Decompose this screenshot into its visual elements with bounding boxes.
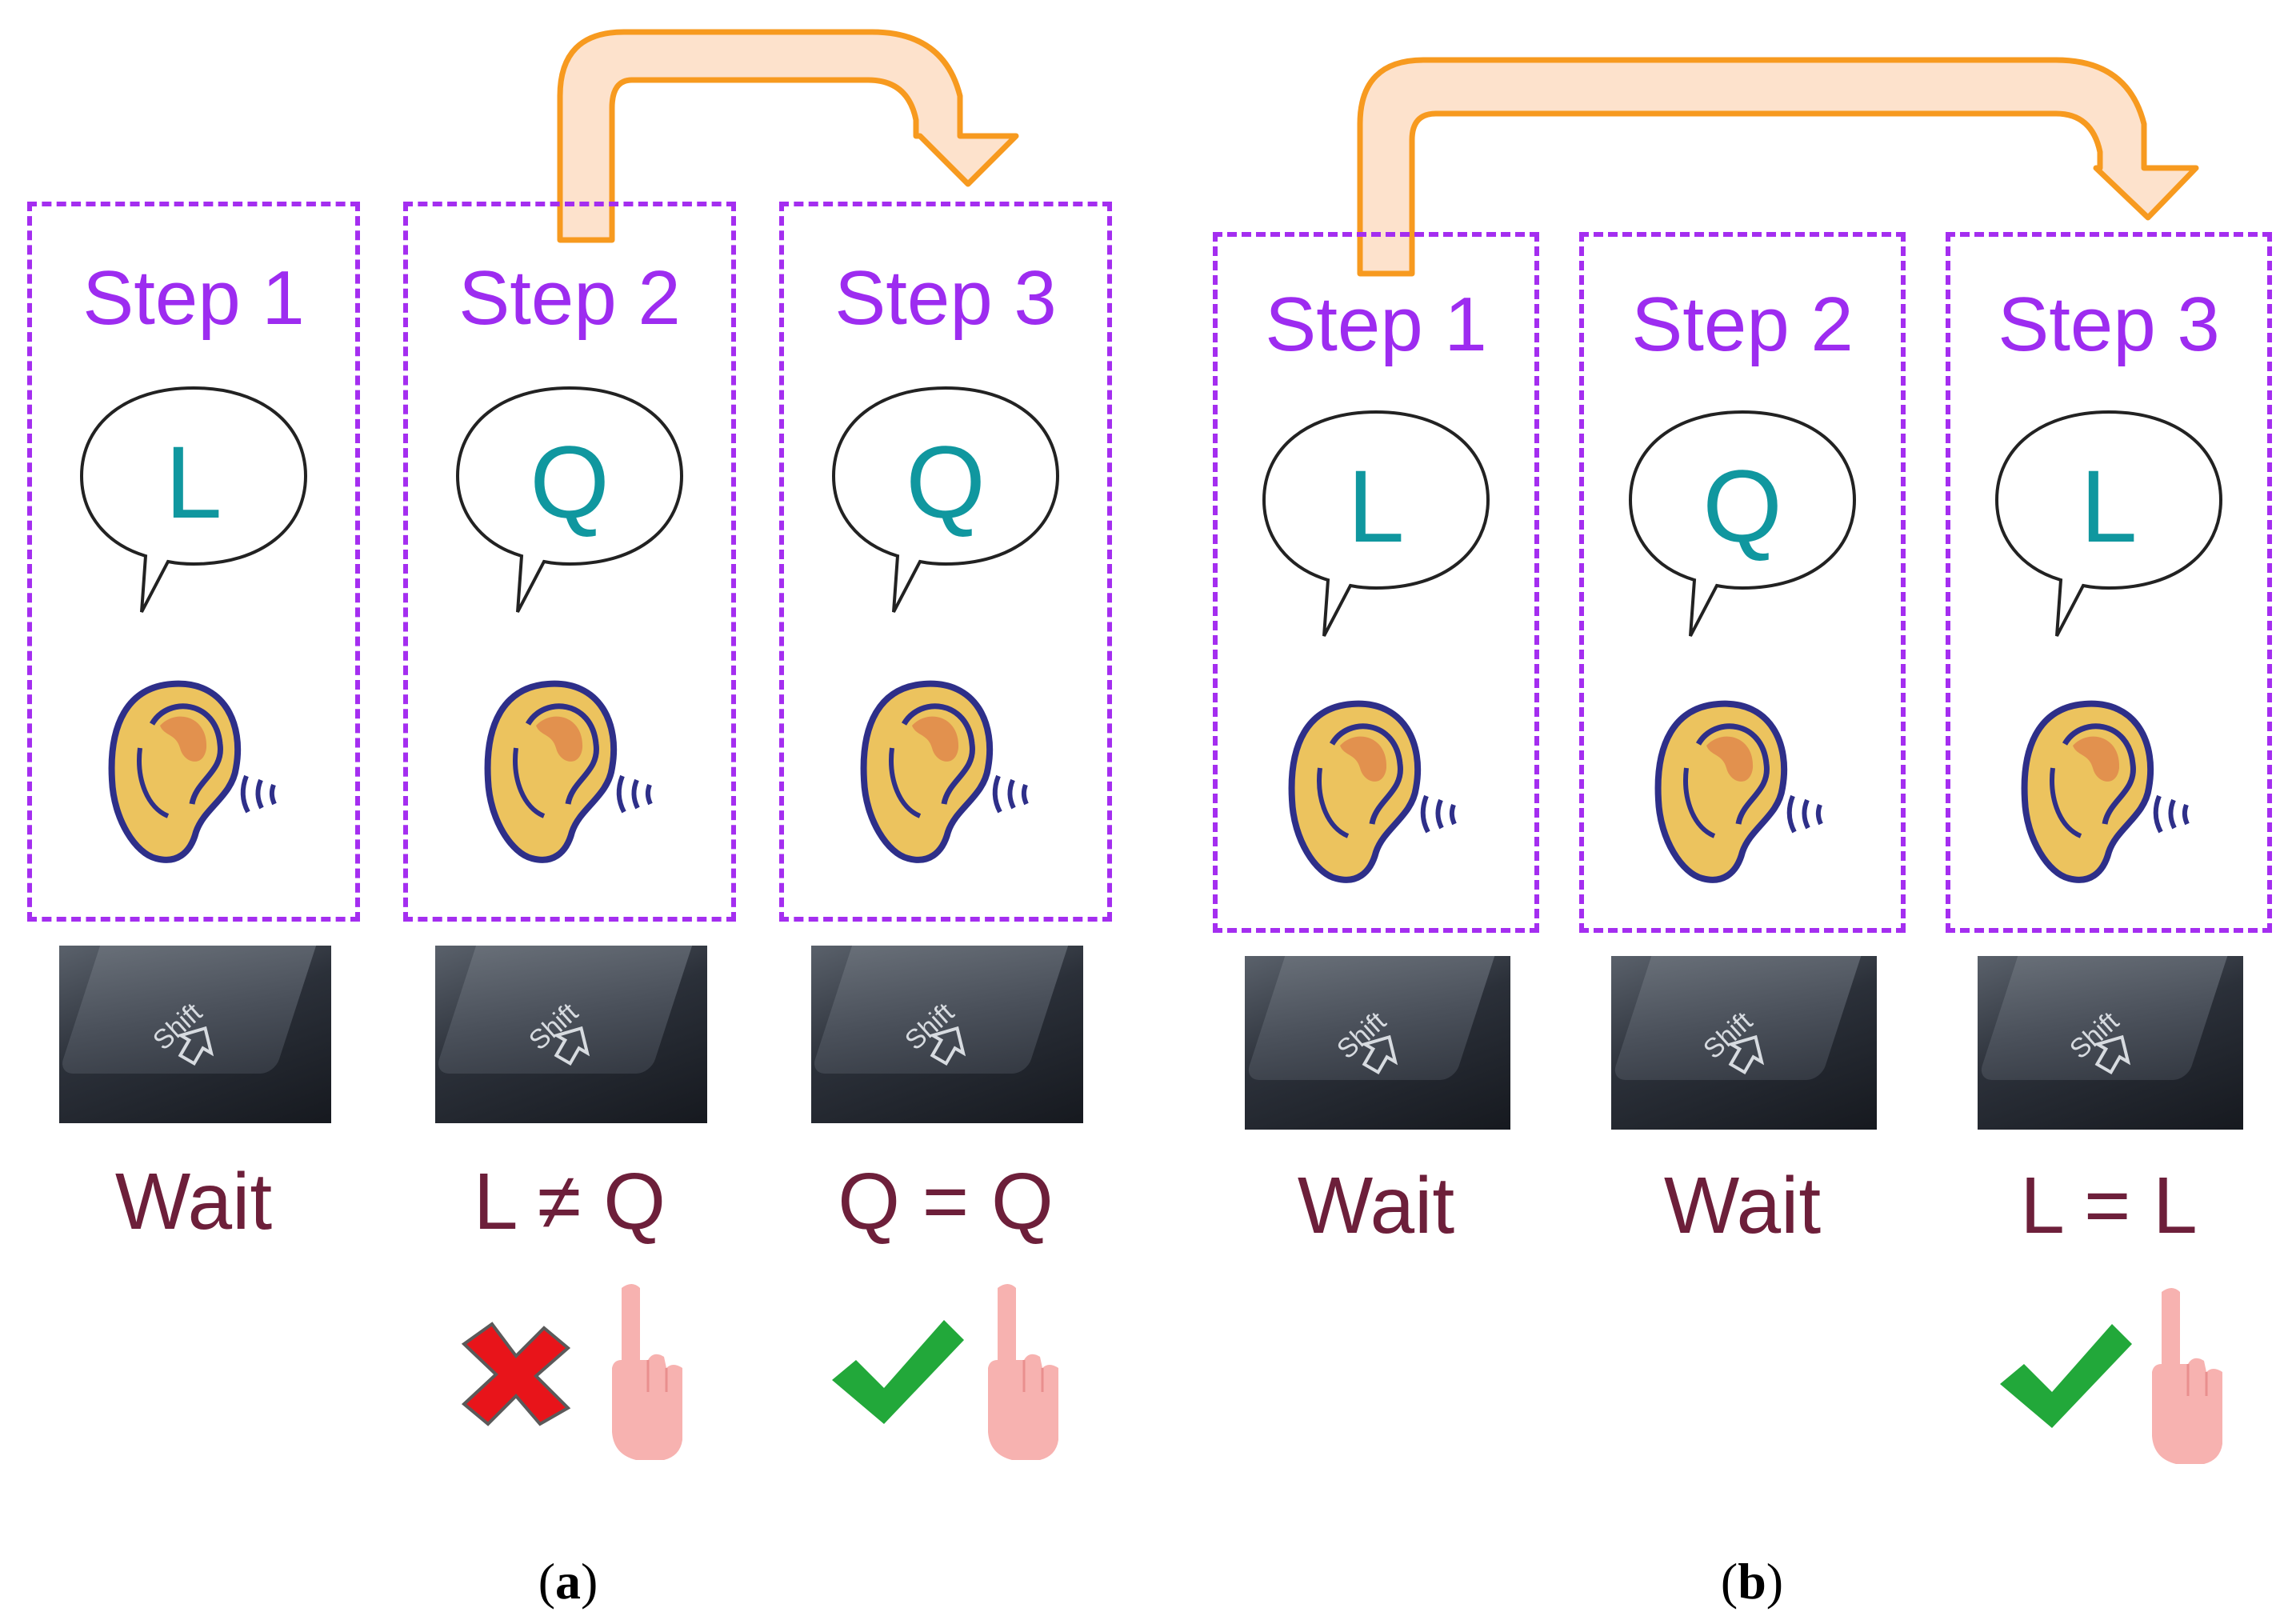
arrow-up-icon: [928, 1026, 966, 1066]
cross-icon: [461, 1322, 571, 1426]
arrow-up-icon: [552, 1026, 590, 1066]
step-caption: Wait: [1297, 1161, 1455, 1250]
heard-letter: Q: [1702, 450, 1782, 564]
check-icon: [2000, 1324, 2132, 1428]
step-box: Step 1: [27, 202, 360, 922]
heard-letter: Q: [906, 426, 986, 540]
speech-bubble-icon: L: [74, 384, 314, 616]
step-title: Step 2: [458, 255, 681, 341]
speech-bubble-icon: Q: [826, 384, 1066, 616]
step-caption: Wait: [114, 1157, 273, 1246]
arrow-up-icon: [1360, 1034, 1398, 1075]
step-title: Step 2: [1631, 282, 1854, 367]
step-box: Step 3: [779, 202, 1112, 922]
speech-bubble-icon: L: [1989, 408, 2229, 640]
arrow-up-icon: [2093, 1034, 2131, 1075]
shift-key-photo: Shift: [1611, 956, 1877, 1130]
heard-letter: L: [1347, 450, 1405, 564]
step-title: Step 1: [1265, 282, 1487, 367]
ear-icon: [108, 680, 277, 863]
ear-icon: [2021, 700, 2190, 883]
arrow-up-icon: [1726, 1034, 1765, 1075]
step-caption: Wait: [1663, 1161, 1822, 1250]
step-title: Step 3: [1998, 282, 2220, 367]
heard-letter: L: [2080, 450, 2138, 564]
shift-key-photo: Shift: [1978, 956, 2243, 1130]
shift-key-photo: Shift: [435, 946, 707, 1123]
panel-label: (a): [538, 1553, 598, 1610]
shift-key-photo: Shift: [811, 946, 1083, 1123]
shift-key-photo: Shift: [59, 946, 331, 1123]
pointing-hand-icon: [988, 1284, 1058, 1460]
arrow-up-icon: [176, 1026, 214, 1066]
shift-key-photo: Shift: [1245, 956, 1510, 1130]
ear-icon: [1654, 700, 1823, 883]
heard-letter: Q: [530, 426, 610, 540]
ear-icon: [860, 680, 1029, 863]
check-icon: [832, 1320, 964, 1424]
ear-icon: [484, 680, 653, 863]
step-box: Step 3: [1946, 232, 2272, 933]
panel-label: (b): [1720, 1553, 1784, 1610]
ear-icon: [1288, 700, 1457, 883]
step-box: Step 2: [403, 202, 736, 922]
pointing-hand-icon: [612, 1284, 682, 1460]
step-box: Step 1: [1213, 232, 1539, 933]
step-title: Step 1: [82, 255, 305, 341]
speech-bubble-icon: Q: [450, 384, 690, 616]
pointing-hand-icon: [2152, 1288, 2222, 1464]
speech-bubble-icon: L: [1256, 408, 1496, 640]
step-title: Step 3: [834, 255, 1057, 341]
speech-bubble-icon: Q: [1622, 408, 1862, 640]
step-box: Step 2: [1579, 232, 1906, 933]
step-caption: L = L: [2020, 1161, 2198, 1250]
step-caption: L ≠ Q: [473, 1157, 666, 1246]
step-caption: Q = Q: [838, 1157, 1054, 1246]
heard-letter: L: [165, 426, 222, 540]
